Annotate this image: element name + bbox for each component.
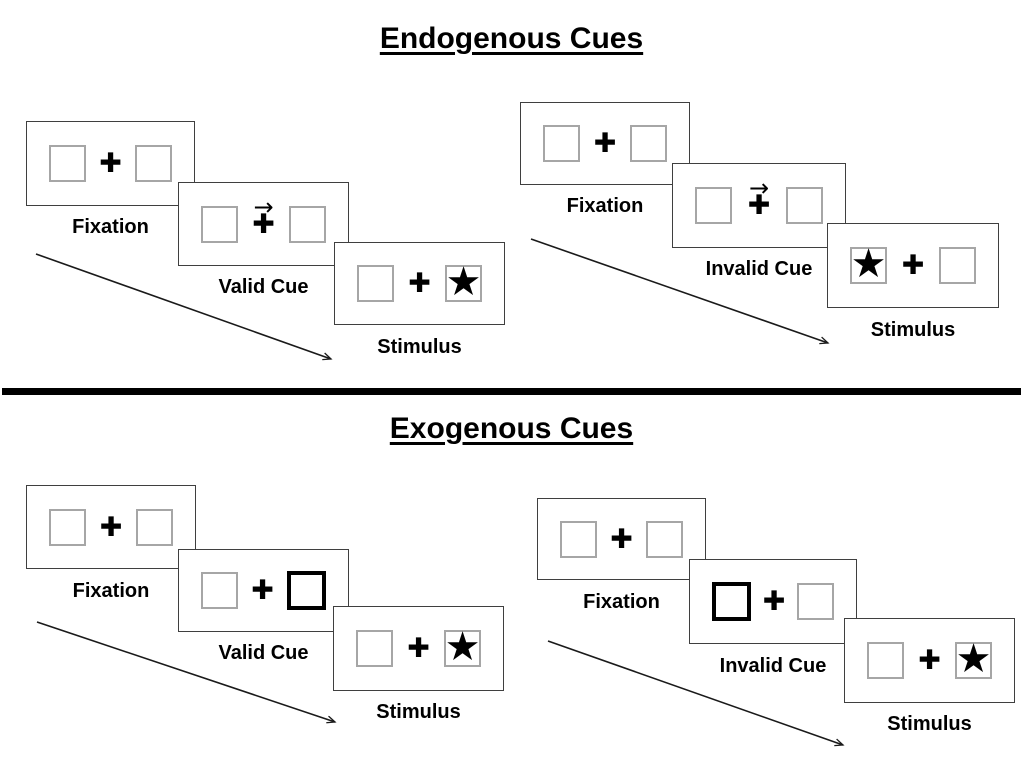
fixation-center: ✚: [763, 588, 786, 615]
placeholder-box-left: [49, 508, 86, 546]
fixation-center: ✚: [407, 635, 430, 662]
target-box-right: ★: [955, 635, 992, 682]
stimulus-label: Stimulus: [376, 701, 461, 723]
stimulus-label: Stimulus: [887, 713, 972, 735]
fixation-cross-icon: ✚: [251, 575, 274, 606]
stimulus-panel: ✚ ★: [844, 618, 1015, 703]
fixation-panel: ✚: [537, 498, 706, 580]
placeholder-box-left: [695, 187, 732, 224]
placeholder-box-right: [797, 583, 834, 620]
placeholder-box-left: [201, 205, 238, 243]
fixation-center: ✚: [918, 647, 941, 674]
invalid-cue-panel: →✚: [672, 163, 846, 248]
timeline-arrow: [36, 621, 345, 729]
fixation-panel: ✚: [26, 485, 196, 569]
fixation-label: Fixation: [72, 580, 150, 602]
fixation-panel: ✚: [26, 121, 195, 206]
placeholder-box-right: [786, 187, 823, 224]
exogenous-section-title: Exogenous Cues: [389, 412, 634, 445]
placeholder-box-left: [356, 630, 393, 667]
fixation-cross-icon: ✚: [407, 633, 430, 664]
star-icon: ★: [955, 635, 992, 682]
star-icon: ★: [444, 623, 481, 670]
fixation-panel: ✚: [520, 102, 690, 185]
fixation-cross-icon: ✚: [252, 208, 275, 240]
invalid-cue-panel: ✚: [689, 559, 857, 644]
fixation-label: Fixation: [72, 216, 149, 238]
placeholder-box-left: [49, 145, 86, 182]
fixation-center: ✚: [408, 270, 431, 297]
fixation-center: →✚: [252, 195, 275, 240]
section-divider: [2, 388, 1021, 395]
valid-cue-label: Valid Cue: [218, 642, 309, 664]
fixation-cross-icon: ✚: [747, 190, 771, 221]
stimulus-panel: ✚ ★: [334, 242, 505, 325]
target-box-right: ★: [444, 623, 481, 670]
fixation-center: ✚: [594, 130, 617, 157]
valid-cue-panel: ✚: [178, 549, 349, 632]
fixation-label: Fixation: [566, 195, 644, 217]
star-icon: ★: [445, 258, 482, 305]
right-arrow-cue-icon: →: [748, 174, 770, 202]
valid-cue-label: Valid Cue: [218, 276, 309, 298]
fixation-center: ✚: [902, 252, 925, 279]
placeholder-box-right: [135, 145, 172, 182]
fixation-cross-icon: ✚: [610, 523, 633, 555]
fixation-center: ✚: [99, 150, 122, 177]
fixation-center: ✚: [251, 577, 274, 604]
fixation-cross-icon: ✚: [762, 586, 786, 617]
placeholder-box-left: [560, 520, 597, 558]
highlighted-cue-box-right: [287, 571, 326, 610]
fixation-center: ✚: [610, 526, 633, 553]
fixation-label: Fixation: [583, 591, 660, 613]
placeholder-box-left: [357, 265, 394, 302]
valid-cue-panel: →✚: [178, 182, 349, 266]
fixation-cross-icon: ✚: [901, 250, 925, 281]
placeholder-box-left: [543, 125, 580, 162]
stimulus-label: Stimulus: [377, 336, 462, 358]
placeholder-box-left: [201, 572, 238, 609]
placeholder-box-left: [867, 642, 904, 679]
fixation-cross-icon: ✚: [99, 148, 122, 179]
placeholder-box-right: [646, 520, 683, 558]
stimulus-panel: ★ ✚: [827, 223, 999, 308]
fixation-cross-icon: ✚: [408, 268, 431, 299]
placeholder-box-right: [289, 205, 326, 243]
target-box-right: ★: [445, 258, 482, 305]
fixation-cross-icon: ✚: [99, 511, 123, 543]
target-box-left: ★: [850, 240, 887, 287]
placeholder-box-right: [939, 247, 976, 284]
fixation-cross-icon: ✚: [593, 128, 617, 159]
stimulus-label: Stimulus: [870, 319, 956, 341]
placeholder-box-right: [136, 508, 173, 546]
invalid-cue-label: Invalid Cue: [705, 258, 813, 280]
stimulus-panel: ✚ ★: [333, 606, 504, 691]
highlighted-cue-box-left: [712, 582, 751, 621]
right-arrow-cue-icon: →: [253, 192, 274, 221]
timeline-arrow: [547, 640, 853, 755]
placeholder-box-right: [630, 125, 667, 162]
timeline-arrow: [530, 238, 838, 350]
fixation-center: →✚: [747, 176, 771, 221]
timeline-arrow: [35, 253, 341, 365]
endogenous-section-title: Endogenous Cues: [379, 22, 644, 55]
fixation-cross-icon: ✚: [918, 645, 941, 676]
fixation-center: ✚: [100, 514, 123, 541]
star-icon: ★: [850, 240, 887, 287]
invalid-cue-label: Invalid Cue: [719, 655, 827, 677]
